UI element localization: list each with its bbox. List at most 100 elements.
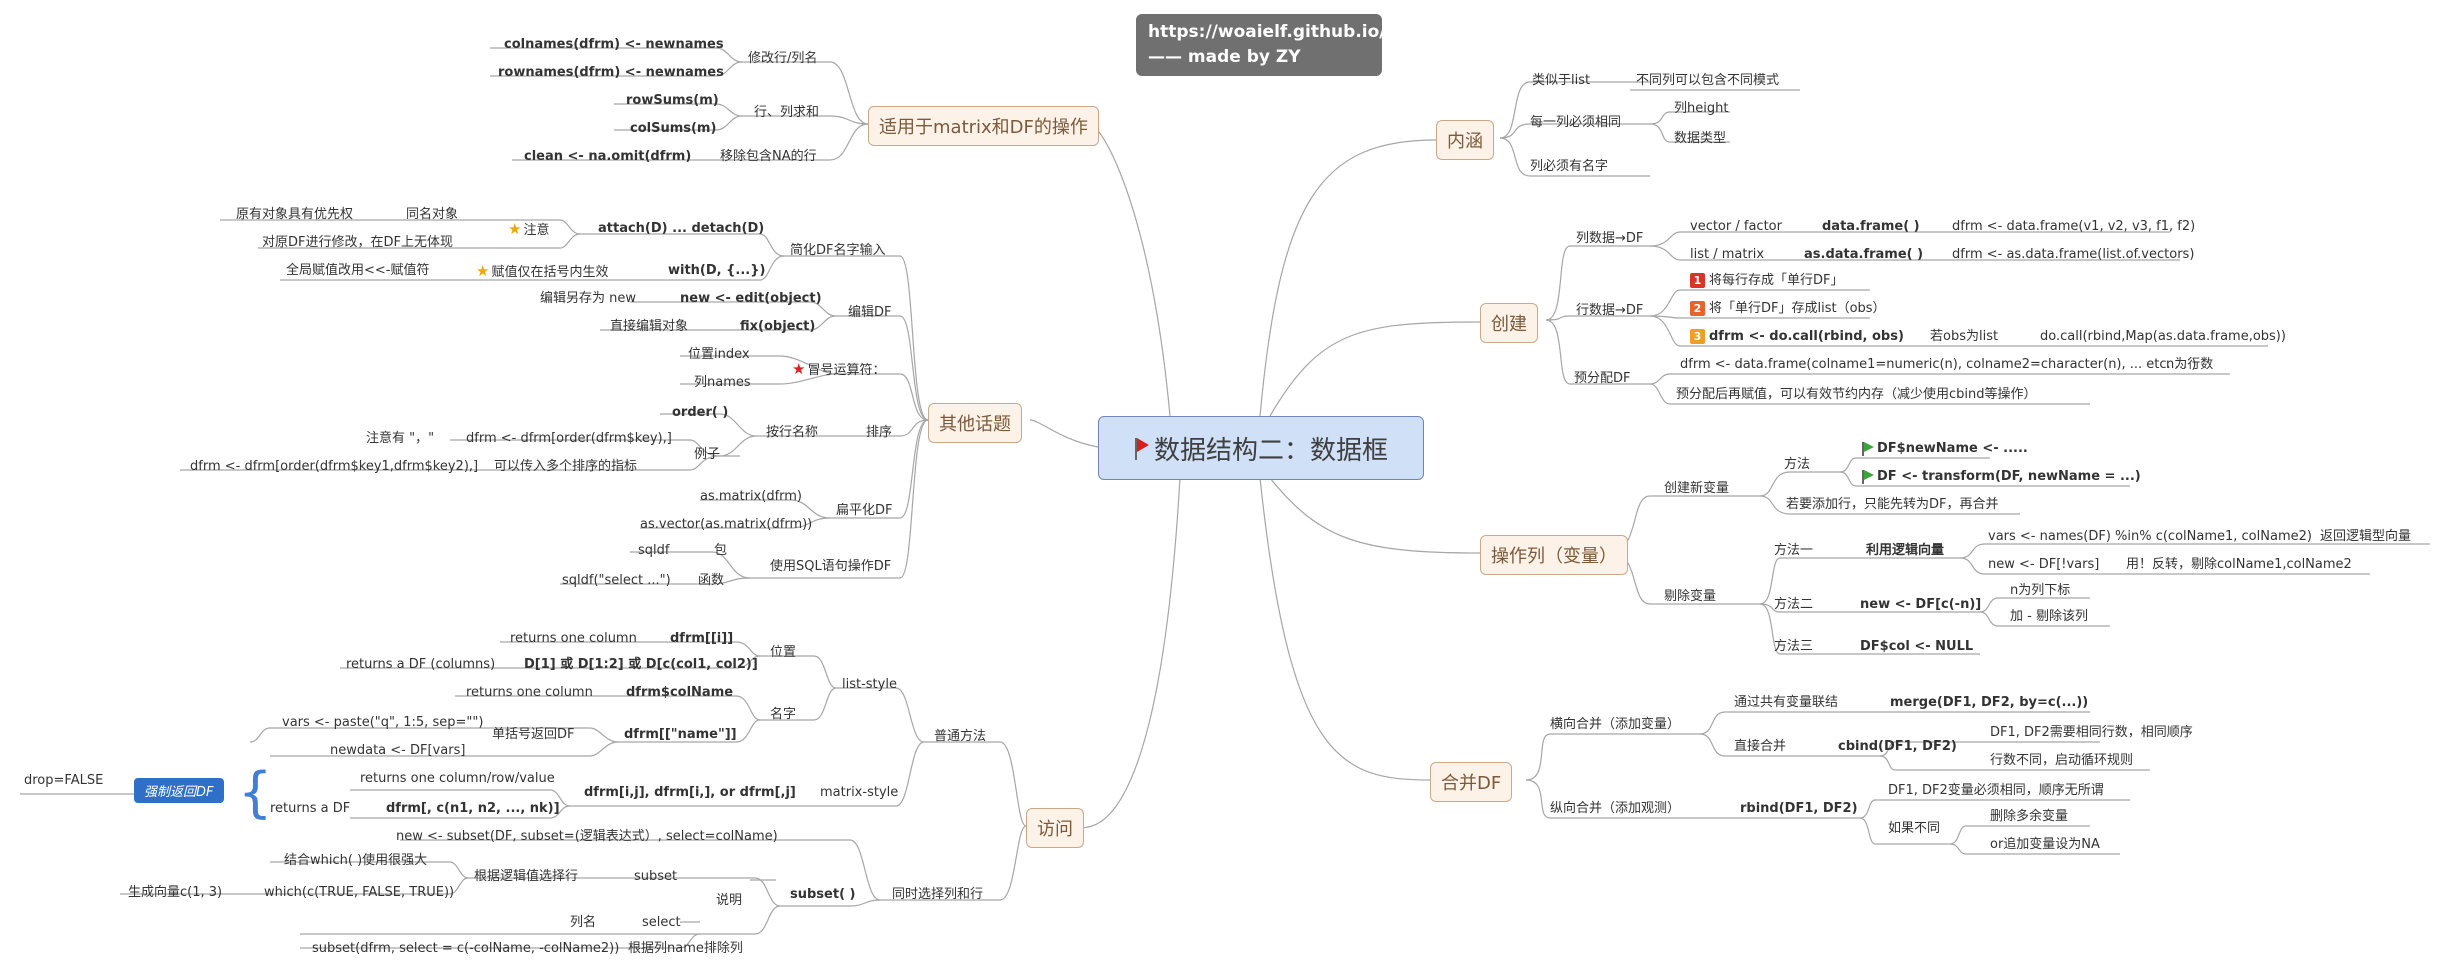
node-colon-op[interactable]: ★冒号运算符： [792, 360, 885, 380]
node-transform[interactable]: DF <- transform(DF, newName = ...) [1862, 468, 2141, 486]
node-order-example[interactable]: dfrm <- dfrm[order(dfrm$key),] [466, 431, 672, 446]
node-global[interactable]: 全局赋值改用<<-赋值符 [286, 263, 430, 278]
node-if-diff[interactable]: 如果不同 [1888, 821, 1941, 836]
node-same-vars[interactable]: DF1, DF2变量必须相同，顺序无所谓 [1888, 783, 2104, 798]
node-by-logic[interactable]: 根据逻辑值选择行 [474, 869, 579, 884]
node-flatten[interactable]: 扁平化DF [836, 503, 893, 518]
node-rownames[interactable]: rownames(dfrm) <- newnames [498, 65, 724, 80]
node-function[interactable]: 函数 [698, 573, 725, 588]
node-sqldf-call[interactable]: sqldf("select ...") [562, 573, 671, 588]
node-dollar[interactable]: DF$newName <- ..... [1862, 440, 2028, 458]
node-vec-fac[interactable]: vector / factor [1690, 219, 1782, 234]
node-col-height[interactable]: 列height [1674, 101, 1729, 116]
node-example[interactable]: 例子 [694, 447, 721, 462]
node-gen-vec[interactable]: 生成向量c(1, 3) [128, 885, 223, 900]
node-method3[interactable]: 方法三 [1774, 639, 1814, 654]
node-add-na[interactable]: or追加变量设为NA [1990, 837, 2100, 852]
node-if-list[interactable]: 若obs为list [1930, 329, 1999, 344]
node-vert[interactable]: 纵向合并（添加观测） [1550, 801, 1681, 816]
node-edit-cmd[interactable]: new <- edit(object) [680, 291, 822, 306]
node-return-df[interactable]: returns a DF (columns) [346, 657, 496, 672]
node-method1[interactable]: 方法一 [1774, 543, 1814, 558]
node-list-style[interactable]: list-style [842, 677, 897, 692]
node-docall[interactable]: do.call(rbind,Map(as.data.frame,obs)) [2040, 329, 2286, 344]
node-normal[interactable]: 普通方法 [934, 729, 987, 744]
node-pre-note[interactable]: 预分配后再赋值，可以有效节约内存（减少使用cbind等操作） [1676, 387, 2037, 402]
node-vars-paste[interactable]: vars <- paste("q", 1:5, sep="") [282, 715, 484, 730]
node-which-vec[interactable]: which(c(TRUE, FALSE, TRUE)) [264, 885, 455, 900]
node-pos-index[interactable]: 位置index [688, 347, 750, 362]
topic-merge[interactable]: 合并DF [1430, 762, 1513, 802]
node-assign[interactable]: ★赋值仅在括号内生效 [476, 262, 608, 282]
node-pre-df[interactable]: dfrm <- data.frame(colname1=numeric(n), … [1680, 357, 2197, 372]
topic-matrix-df[interactable]: 适用于matrix和DF的操作 [868, 106, 1099, 146]
node-ret-logic[interactable]: 返回逻辑型向量 [2320, 529, 2412, 544]
node-horiz[interactable]: 横向合并（添加变量） [1550, 717, 1681, 732]
node-rowcol-select[interactable]: 同时选择列和行 [892, 887, 984, 902]
node-name[interactable]: 名字 [770, 707, 797, 722]
node-colsums[interactable]: colSums(m) [630, 121, 717, 136]
node-matrix-style[interactable]: matrix-style [820, 785, 899, 800]
node-data-frame[interactable]: data.frame( ) [1822, 219, 1920, 234]
node-subset-fn[interactable]: subset( ) [790, 887, 856, 902]
node-add-row[interactable]: 若要添加行，只能先转为DF，再合并 [1786, 497, 1999, 512]
node-del-extra[interactable]: 删除多余变量 [1990, 809, 2069, 824]
node-with[interactable]: with(D, {...}) [668, 263, 766, 278]
topic-meaning[interactable]: 内涵 [1436, 120, 1494, 160]
node-minus[interactable]: 加 - 剔除该列 [2010, 609, 2088, 624]
node-as-vector[interactable]: as.vector(as.matrix(dfrm)) [640, 517, 813, 532]
node-return-crv[interactable]: returns one column/row/value [360, 771, 555, 786]
node-row-data[interactable]: 行数据→DF [1576, 303, 1644, 318]
node-direct-edit[interactable]: 直接编辑对象 [610, 319, 689, 334]
node-dname[interactable]: dfrm[["name"]] [624, 727, 737, 742]
node-subset-ex[interactable]: subset(dfrm, select = c(-colName, -colNa… [312, 941, 620, 956]
node-single-bracket[interactable]: 单括号返回DF [492, 727, 575, 742]
node-sqldf[interactable]: sqldf [638, 543, 670, 558]
node-exclude[interactable]: 根据列name排除列 [628, 941, 743, 956]
node-colnames[interactable]: colnames(dfrm) <- newnames [504, 37, 724, 52]
node-orig-priority[interactable]: 原有对象具有优先权 [236, 207, 354, 222]
node-method2[interactable]: 方法二 [1774, 597, 1814, 612]
node-del-var[interactable]: 剔除变量 [1664, 589, 1717, 604]
node-df1[interactable]: dfrm <- data.frame(v1, v2, v3, f1, f2) [1952, 219, 2196, 234]
node-package[interactable]: 包 [714, 543, 728, 558]
topic-access[interactable]: 访问 [1026, 808, 1084, 848]
topic-col-ops[interactable]: 操作列（变量） [1480, 535, 1628, 575]
author-url-box[interactable]: https://woaielf.github.io/ —— made by ZY [1136, 14, 1386, 76]
node-n-rows[interactable]: n为行数 [2166, 357, 2214, 372]
node-as-df[interactable]: as.data.frame( ) [1804, 247, 1924, 262]
node-list-matrix[interactable]: list / matrix [1690, 247, 1765, 262]
node-diff-mode[interactable]: 不同列可以包含不同模式 [1636, 73, 1780, 88]
node-invert[interactable]: 用！反转，剔除colName1,colName2 [2126, 557, 2352, 572]
force-df-tag[interactable]: 强制返回DF [134, 778, 224, 803]
node-by-rowname[interactable]: 按行名称 [766, 425, 819, 440]
node-whole[interactable]: 对原DF进行修改，在DF上无体现 [262, 235, 453, 250]
node-d1[interactable]: D[1] 或 D[1:2] 或 D[c(col1, col2)] [524, 657, 758, 672]
node-return-one-2[interactable]: returns one column [466, 685, 593, 700]
node-note-comma[interactable]: 注意有 "，" [366, 431, 435, 446]
node-data-type[interactable]: 数据类型 [1674, 131, 1727, 146]
node-as-matrix[interactable]: as.matrix(dfrm) [700, 489, 803, 504]
node-edit-df[interactable]: 编辑DF [848, 305, 892, 320]
node-modify-names[interactable]: 修改行/列名 [748, 51, 818, 66]
node-sort[interactable]: 排序 [866, 425, 893, 440]
node-explain[interactable]: 说明 [716, 893, 743, 908]
node-direct[interactable]: 直接合并 [1734, 739, 1787, 754]
node-common[interactable]: 通过共有变量联结 [1734, 695, 1839, 710]
node-dfc[interactable]: dfrm[, c(n1, n2, ..., nk)] [386, 801, 560, 816]
node-position[interactable]: 位置 [770, 645, 797, 660]
node-merge[interactable]: merge(DF1, DF2, by=c(...)) [1890, 695, 2089, 710]
node-dij[interactable]: dfrm[i,j], dfrm[i,], or dfrm[,j] [584, 785, 796, 800]
node-method[interactable]: 方法 [1784, 457, 1811, 472]
topic-other[interactable]: 其他话题 [928, 403, 1022, 443]
node-saveas[interactable]: 编辑另存为 new [540, 291, 637, 306]
node-select-arg[interactable]: select [642, 915, 681, 930]
topic-create[interactable]: 创建 [1480, 303, 1538, 343]
node-attach[interactable]: attach(D) ... detach(D) [598, 221, 765, 236]
node-multi-index[interactable]: 可以传入多个排序的指标 [494, 459, 638, 474]
node-df2[interactable]: dfrm <- as.data.frame(list.of.vectors) [1952, 247, 2195, 262]
node-sql[interactable]: 使用SQL语句操作DF [770, 559, 892, 574]
node-col-names[interactable]: 列names [694, 375, 751, 390]
